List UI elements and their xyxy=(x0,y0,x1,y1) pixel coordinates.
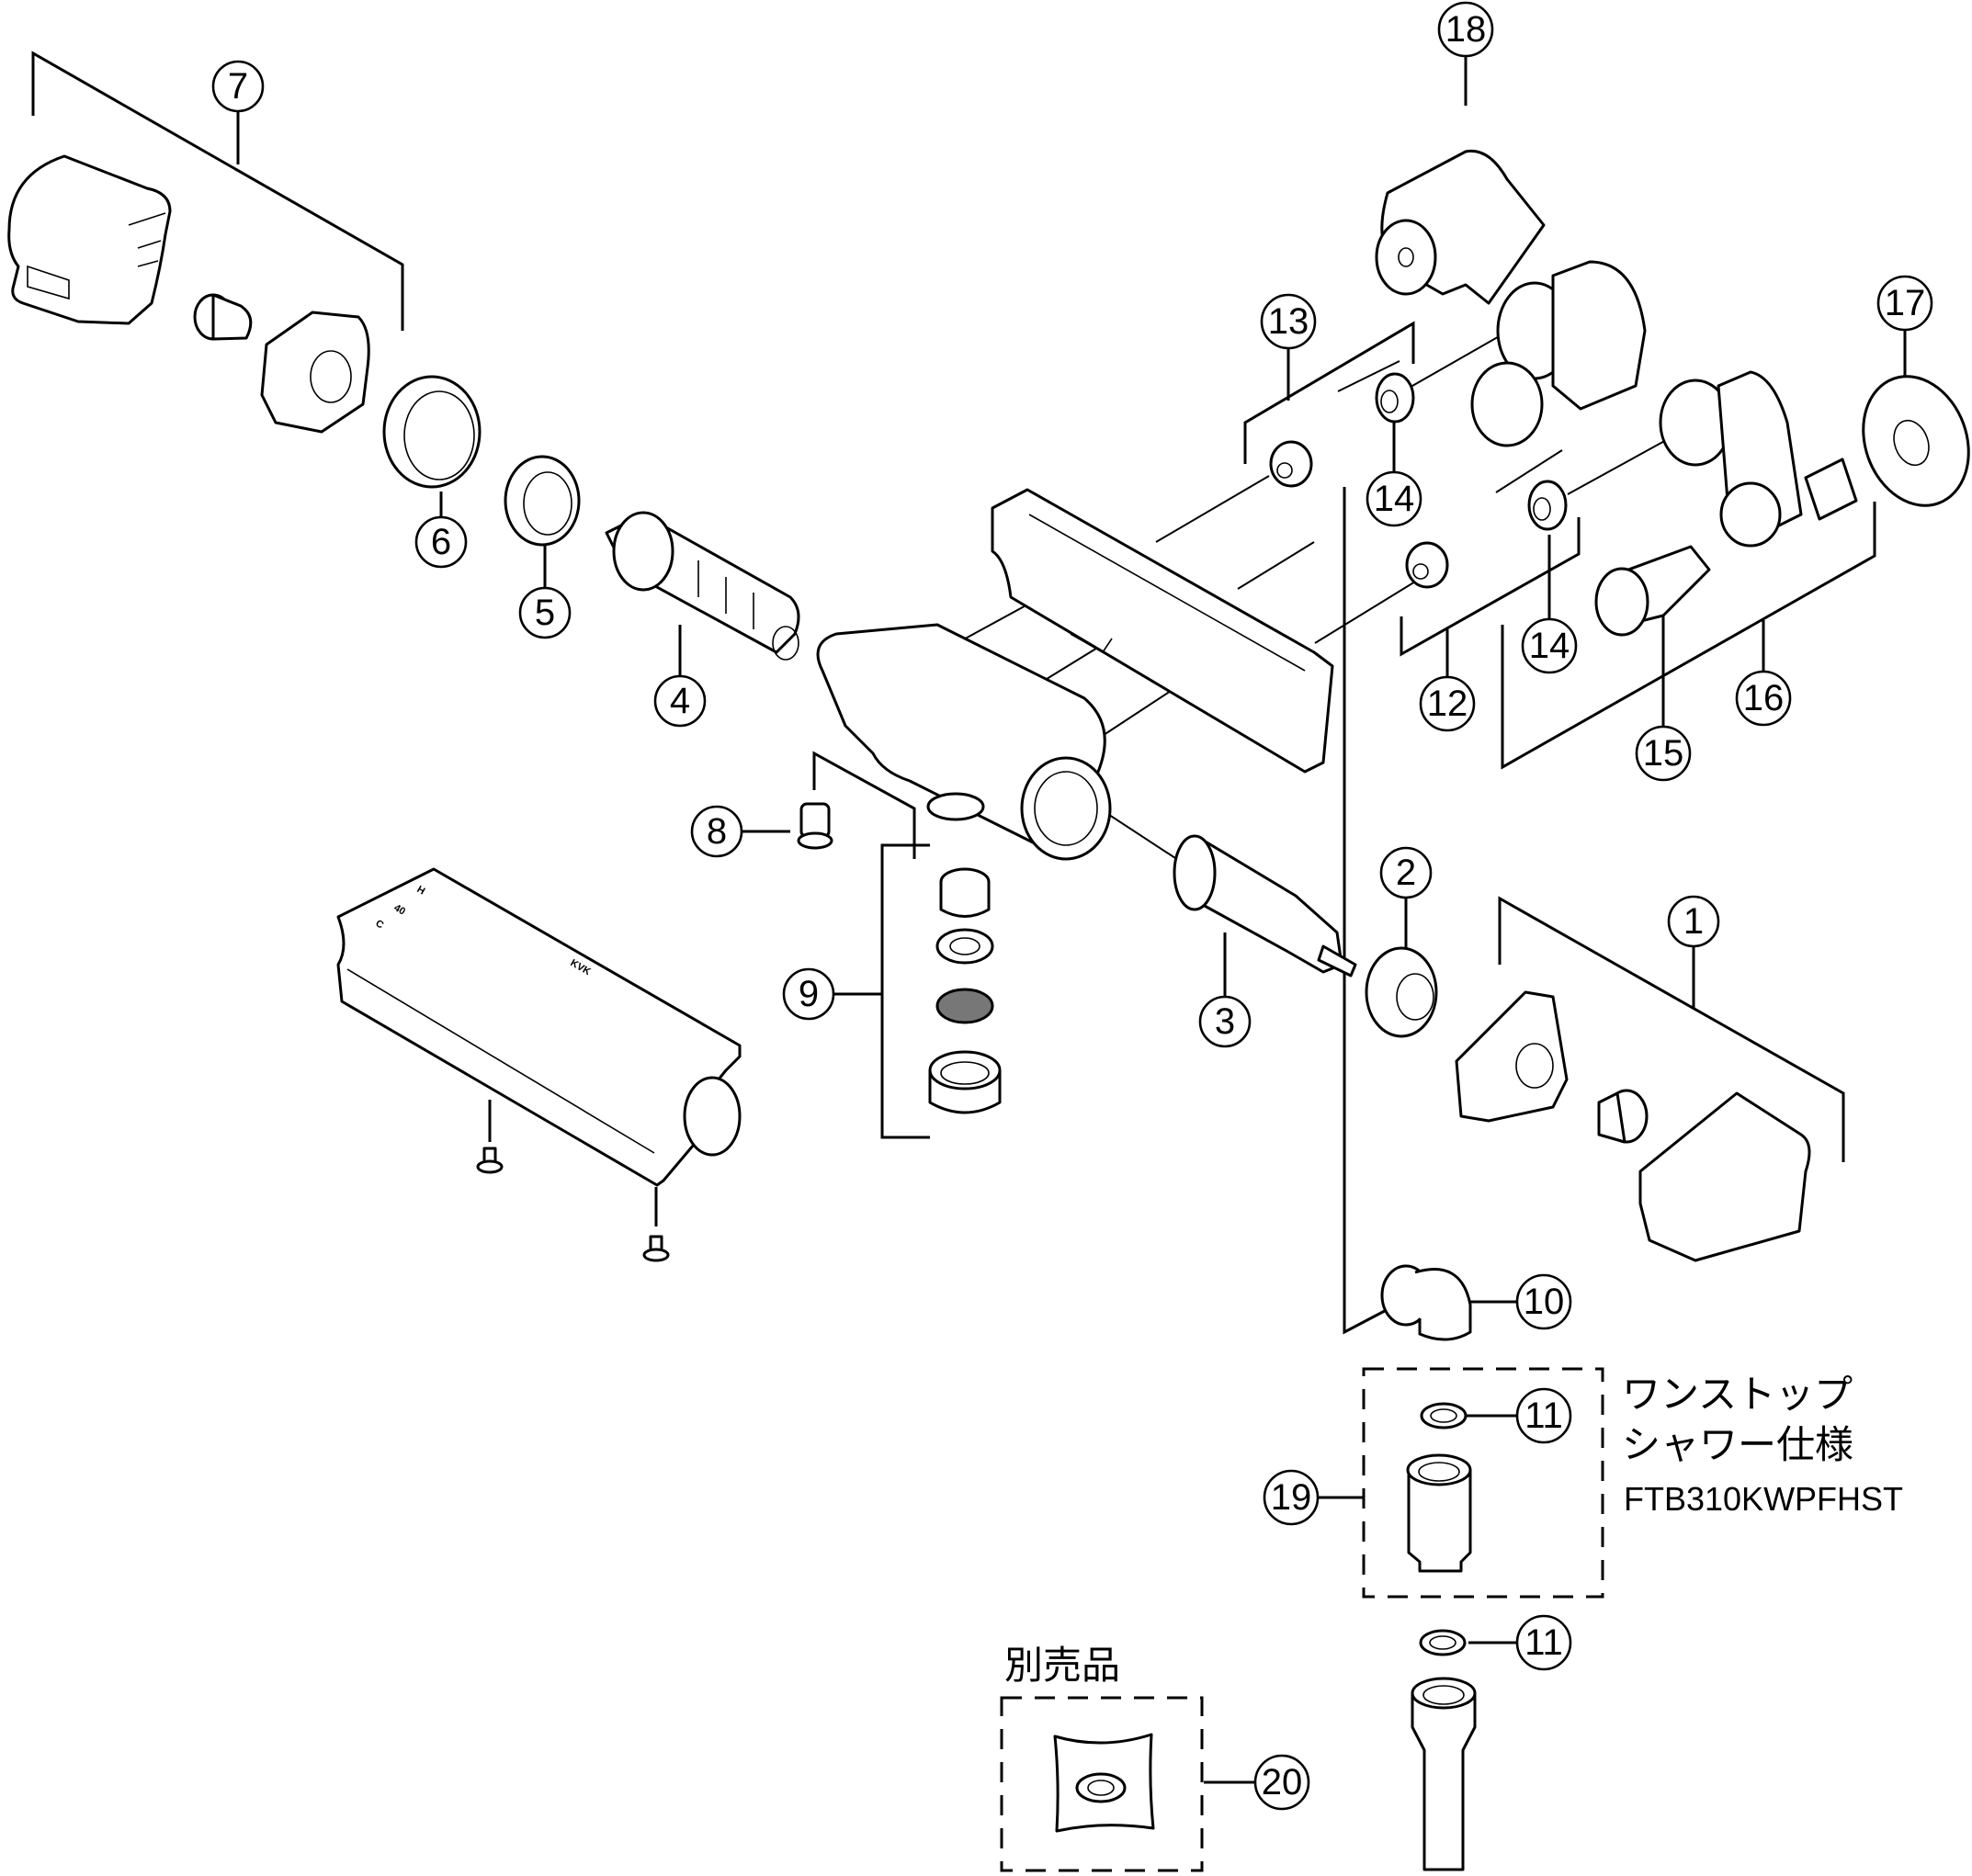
cover-temp-mark: 40 xyxy=(392,902,408,918)
option-box-19 xyxy=(1362,1367,1604,1599)
one-stop-adapter[interactable] xyxy=(1406,1453,1472,1573)
callout-number: 13 xyxy=(1268,301,1309,342)
cartridge-nut[interactable] xyxy=(1365,946,1438,1038)
callout-5[interactable]: 5 xyxy=(518,586,572,639)
callout-number: 4 xyxy=(670,681,690,721)
callout-7[interactable]: 7 xyxy=(211,60,265,113)
washer-14-upper[interactable] xyxy=(1375,372,1415,424)
callout-number: 10 xyxy=(1524,1282,1565,1322)
eccentric-leg-upper[interactable] xyxy=(1470,260,1647,447)
shower-hook[interactable] xyxy=(1375,149,1546,305)
screw-1[interactable] xyxy=(476,1147,504,1174)
callout-10[interactable]: 10 xyxy=(1515,1273,1572,1330)
callout-number: 2 xyxy=(1396,853,1416,893)
callout-number: 11 xyxy=(1524,1396,1563,1436)
switching-cartridge[interactable] xyxy=(1173,834,1357,978)
aerator-set[interactable] xyxy=(928,867,1002,1114)
callout-15[interactable]: 15 xyxy=(1635,725,1692,782)
left-handle-cap[interactable] xyxy=(7,154,172,325)
option-box-20 xyxy=(1000,1696,1204,1872)
callout-number: 18 xyxy=(1445,9,1487,50)
callout-4[interactable]: 4 xyxy=(653,674,707,728)
callout-11-upper[interactable]: 11 xyxy=(1515,1387,1572,1444)
callout-1[interactable]: 1 xyxy=(1667,895,1720,948)
option-note-line1: ワンストップ xyxy=(1622,1372,1853,1417)
strainer[interactable] xyxy=(1594,545,1711,637)
callout-number: 3 xyxy=(1215,1001,1235,1042)
stem-cap[interactable] xyxy=(193,293,253,341)
callout-number: 15 xyxy=(1643,733,1684,774)
callout-14-upper[interactable]: 14 xyxy=(1366,470,1422,527)
callout-8[interactable]: 8 xyxy=(690,805,743,858)
washer-14-lower[interactable] xyxy=(1527,480,1568,531)
sold-separately-label: 別売品 xyxy=(1004,1643,1121,1688)
packing-11-upper[interactable] xyxy=(1420,1402,1468,1430)
callout-6[interactable]: 6 xyxy=(414,515,468,569)
packing-11-lower[interactable] xyxy=(1419,1629,1467,1656)
threaded-ring[interactable] xyxy=(382,375,482,489)
eccentric-leg-lower[interactable] xyxy=(1659,370,1858,548)
screw-2[interactable] xyxy=(642,1235,670,1262)
callout-14-lower[interactable]: 14 xyxy=(1521,617,1578,674)
right-handle-cap[interactable] xyxy=(1638,1091,1811,1262)
handle-base-right[interactable] xyxy=(1455,990,1569,1123)
elbow-fitting[interactable] xyxy=(1380,1264,1472,1341)
option-model-number: FTB310KWPFHST xyxy=(1624,1480,1904,1518)
bracket-8 xyxy=(812,751,916,859)
front-cover[interactable]: KVK H 40 C xyxy=(336,867,742,1187)
back-plate[interactable] xyxy=(991,488,1334,774)
callout-number: 16 xyxy=(1743,678,1785,718)
decorative-flange[interactable] xyxy=(1846,362,1972,521)
callout-11-lower[interactable]: 11 xyxy=(1515,1614,1572,1671)
stem-cap-right[interactable] xyxy=(1597,1089,1649,1144)
callout-number: 8 xyxy=(707,811,727,852)
callout-number: 11 xyxy=(1524,1622,1563,1663)
callout-3[interactable]: 3 xyxy=(1198,995,1252,1048)
callout-12[interactable]: 12 xyxy=(1419,675,1476,732)
callout-16[interactable]: 16 xyxy=(1735,670,1792,727)
callout-number: 9 xyxy=(799,974,819,1014)
callout-number: 1 xyxy=(1683,901,1704,942)
supply-pipe[interactable] xyxy=(1411,1677,1477,1871)
callout-17[interactable]: 17 xyxy=(1876,275,1933,332)
check-valve-upper[interactable] xyxy=(1269,440,1313,488)
callout-20[interactable]: 20 xyxy=(1253,1754,1310,1811)
callout-19[interactable]: 19 xyxy=(1263,1469,1320,1526)
callout-number: 14 xyxy=(1374,479,1415,519)
optional-accessory[interactable] xyxy=(1053,1733,1155,1833)
callout-18[interactable]: 18 xyxy=(1437,1,1494,58)
bracket-7 xyxy=(31,51,404,331)
handle-adapter[interactable] xyxy=(504,455,581,547)
callout-number: 20 xyxy=(1262,1762,1303,1803)
option-note-line2: シャワー仕様 xyxy=(1622,1422,1854,1467)
callout-number: 19 xyxy=(1271,1477,1312,1518)
handle-base-left[interactable] xyxy=(260,311,370,434)
callout-2[interactable]: 2 xyxy=(1379,846,1433,899)
thermostat-cartridge[interactable] xyxy=(605,511,800,661)
leader-lines xyxy=(31,51,1907,1784)
valve-body[interactable] xyxy=(816,623,1112,861)
callout-13[interactable]: 13 xyxy=(1260,293,1317,350)
callout-number: 6 xyxy=(431,522,451,562)
callout-9[interactable]: 9 xyxy=(782,967,835,1021)
callout-number: 7 xyxy=(228,66,248,107)
callout-number: 12 xyxy=(1427,684,1468,724)
callout-number: 5 xyxy=(535,593,555,633)
callout-number: 14 xyxy=(1529,626,1570,666)
check-valve-lower[interactable] xyxy=(1405,541,1449,589)
callout-number: 17 xyxy=(1885,283,1926,323)
drain-plug[interactable] xyxy=(797,802,833,850)
